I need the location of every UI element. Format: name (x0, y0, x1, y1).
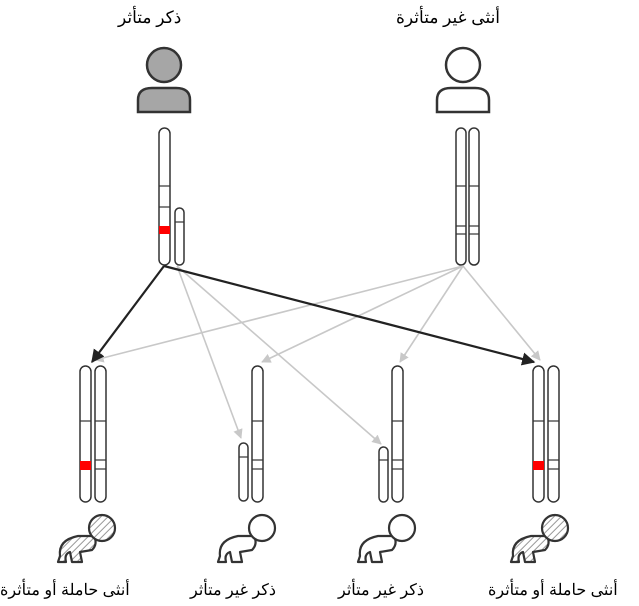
baby-icon-3 (356, 513, 417, 564)
arrow-father-child3 (176, 265, 382, 445)
arrow-mother-child1 (94, 265, 464, 363)
child4-chromosomes (532, 365, 560, 503)
faint-arrows (94, 265, 541, 445)
child-label-2: ذكر غير متأثر (190, 582, 277, 599)
strong-arrows (91, 264, 536, 366)
arrow-father-child1 (91, 265, 165, 364)
arrow-mother-child2 (261, 265, 464, 363)
father-icon (136, 46, 192, 114)
arrow-father-child4 (163, 264, 536, 366)
mutation-marker (159, 226, 170, 234)
father-x-chromosome (158, 127, 171, 266)
baby-icon-4 (509, 513, 570, 564)
child3-chromosomes (378, 365, 404, 503)
mutation-marker (80, 461, 91, 470)
baby-icon-2 (216, 513, 277, 564)
father-label: ذكر متأثر (118, 8, 182, 27)
arrow-father-child2 (176, 265, 243, 439)
mother-xx-chromosomes (455, 127, 480, 266)
mother-icon (435, 46, 491, 114)
child-label-3: ذكر غير متأثر (338, 582, 425, 599)
mother-label: أنثى غير متأثرة (396, 8, 501, 27)
mutation-marker (533, 461, 544, 470)
arrow-mother-child3 (399, 265, 464, 363)
father-y-chromosome (174, 207, 185, 266)
child1-chromosomes (79, 365, 107, 503)
child2-chromosomes (238, 365, 264, 503)
baby-icon-1 (56, 513, 117, 564)
arrow-mother-child4 (462, 265, 541, 361)
child-label-4: أنثى حاملة أو متأثرة (488, 582, 618, 599)
child-label-1: أنثى حاملة أو متأثرة (0, 582, 130, 599)
